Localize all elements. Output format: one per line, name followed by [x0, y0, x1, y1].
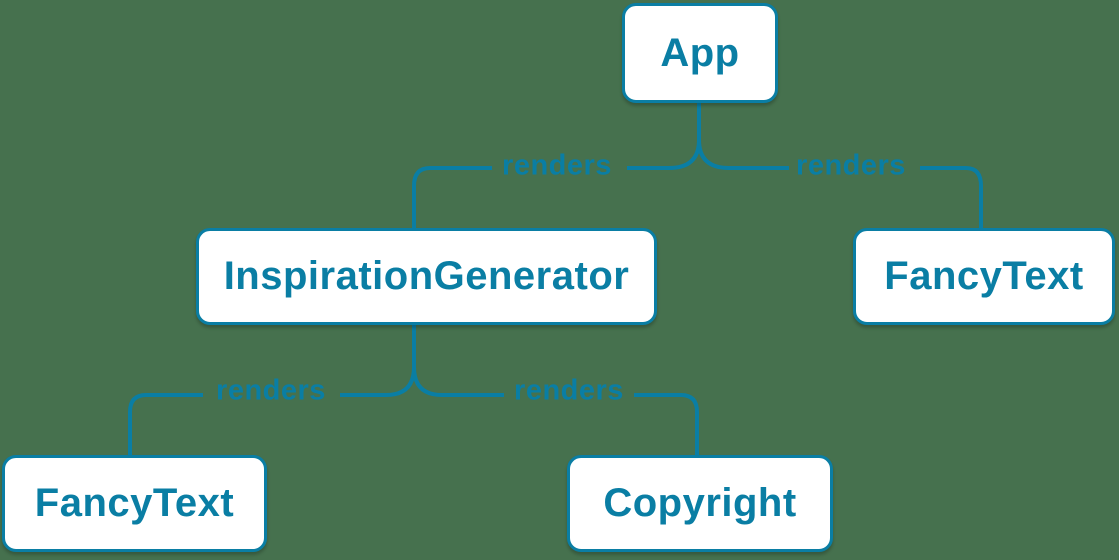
node-fancy-text-left-label: FancyText — [34, 481, 235, 525]
edge-app-to-inspirationgenerator-line-end — [412, 166, 492, 228]
edge-inspirationgenerator-to-copyright-line-start — [412, 366, 504, 397]
node-fancy-text-left: FancyText — [2, 455, 267, 552]
node-fancy-text-right: FancyText — [853, 228, 1115, 325]
node-copyright: Copyright — [567, 455, 833, 552]
edge-label-app-fancytext: renders — [796, 149, 906, 182]
edge-label-inspirationgenerator-copyright: renders — [514, 374, 624, 407]
edge-label-app-inspirationgenerator: renders — [502, 149, 612, 182]
node-fancy-text-right-label: FancyText — [884, 254, 1084, 298]
edge-inspirationgenerator-to-fancytext-line-end — [128, 393, 203, 455]
node-app-label: App — [660, 30, 740, 75]
edge-app-to-inspirationgenerator-line-start — [627, 103, 701, 170]
edge-label-inspirationgenerator-fancytext: renders — [216, 374, 326, 407]
node-inspiration-generator: InspirationGenerator — [196, 228, 657, 325]
edge-inspirationgenerator-to-fancytext-line-start — [340, 325, 416, 397]
edge-app-to-fancytext-line-start — [697, 139, 789, 170]
edge-inspirationgenerator-to-copyright-line-end — [634, 393, 699, 455]
node-copyright-label: Copyright — [603, 481, 797, 525]
node-inspiration-generator-label: InspirationGenerator — [223, 254, 630, 298]
node-app: App — [622, 3, 778, 103]
edge-app-to-fancytext-line-end — [920, 166, 983, 228]
